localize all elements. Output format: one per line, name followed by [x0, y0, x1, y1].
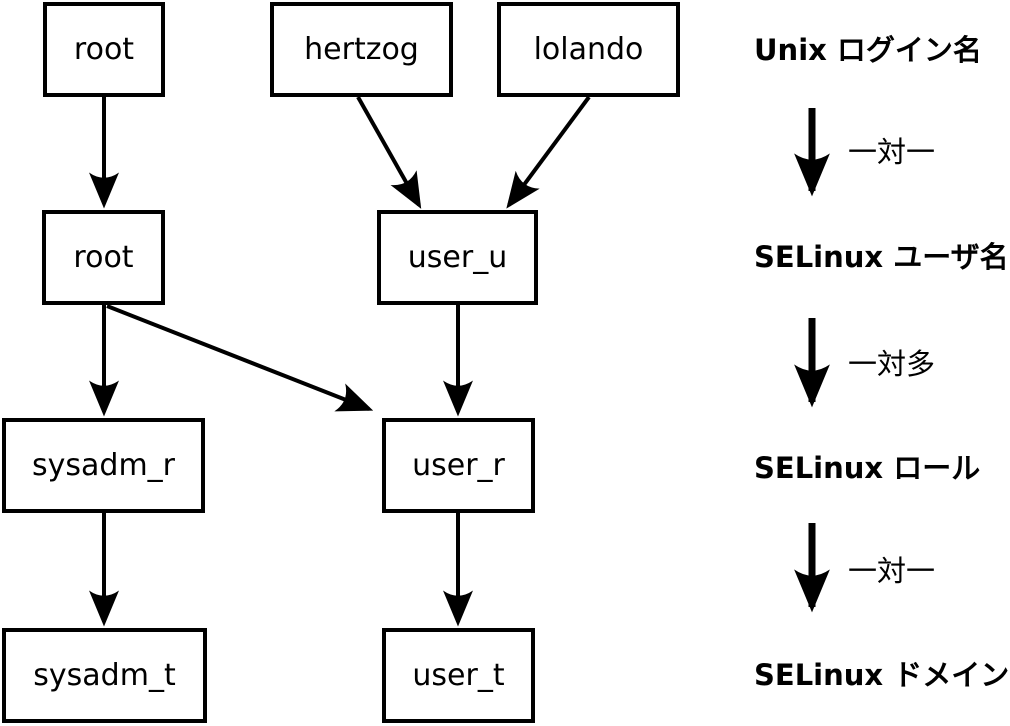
node-domain-sysadm-t: sysadm_t	[2, 628, 207, 723]
node-domain-user-t: user_t	[382, 628, 535, 723]
edge-selinux-root-to-user-r	[106, 304, 374, 412]
node-role-user-r-label: user_r	[412, 447, 505, 483]
node-unix-lolando-label: lolando	[533, 31, 644, 67]
node-unix-lolando: lolando	[497, 2, 680, 97]
legend-level-selinux-user: SELinux ユーザ名	[754, 240, 1009, 274]
legend-level-unix-login: Unix ログイン名	[754, 33, 982, 67]
node-selinux-root: root	[42, 210, 165, 305]
node-selinux-user-u: user_u	[377, 210, 538, 305]
edge-hertzog-to-user-u	[356, 96, 422, 209]
node-role-sysadm-r: sysadm_r	[2, 418, 205, 513]
node-selinux-root-label: root	[73, 239, 134, 275]
node-role-sysadm-r-label: sysadm_r	[32, 447, 175, 483]
legend-level-selinux-domain: SELinux ドメイン	[754, 658, 1010, 692]
legend-rel-one-to-one-b: 一対一	[848, 554, 936, 588]
node-unix-hertzog-label: hertzog	[304, 31, 419, 67]
node-unix-root-label: root	[73, 31, 135, 67]
legend-rel-one-to-many: 一対多	[848, 347, 936, 381]
node-unix-hertzog: hertzog	[270, 2, 453, 97]
node-domain-user-t-label: user_t	[412, 657, 505, 693]
node-role-user-r: user_r	[382, 418, 535, 513]
edge-lolando-to-user-u	[506, 95, 591, 209]
legend-rel-one-to-one-a: 一対一	[848, 135, 936, 169]
legend-level-selinux-role: SELinux ロール	[754, 451, 981, 485]
node-unix-root: root	[43, 2, 165, 97]
node-selinux-user-u-label: user_u	[407, 239, 508, 275]
node-domain-sysadm-t-label: sysadm_t	[33, 657, 176, 693]
